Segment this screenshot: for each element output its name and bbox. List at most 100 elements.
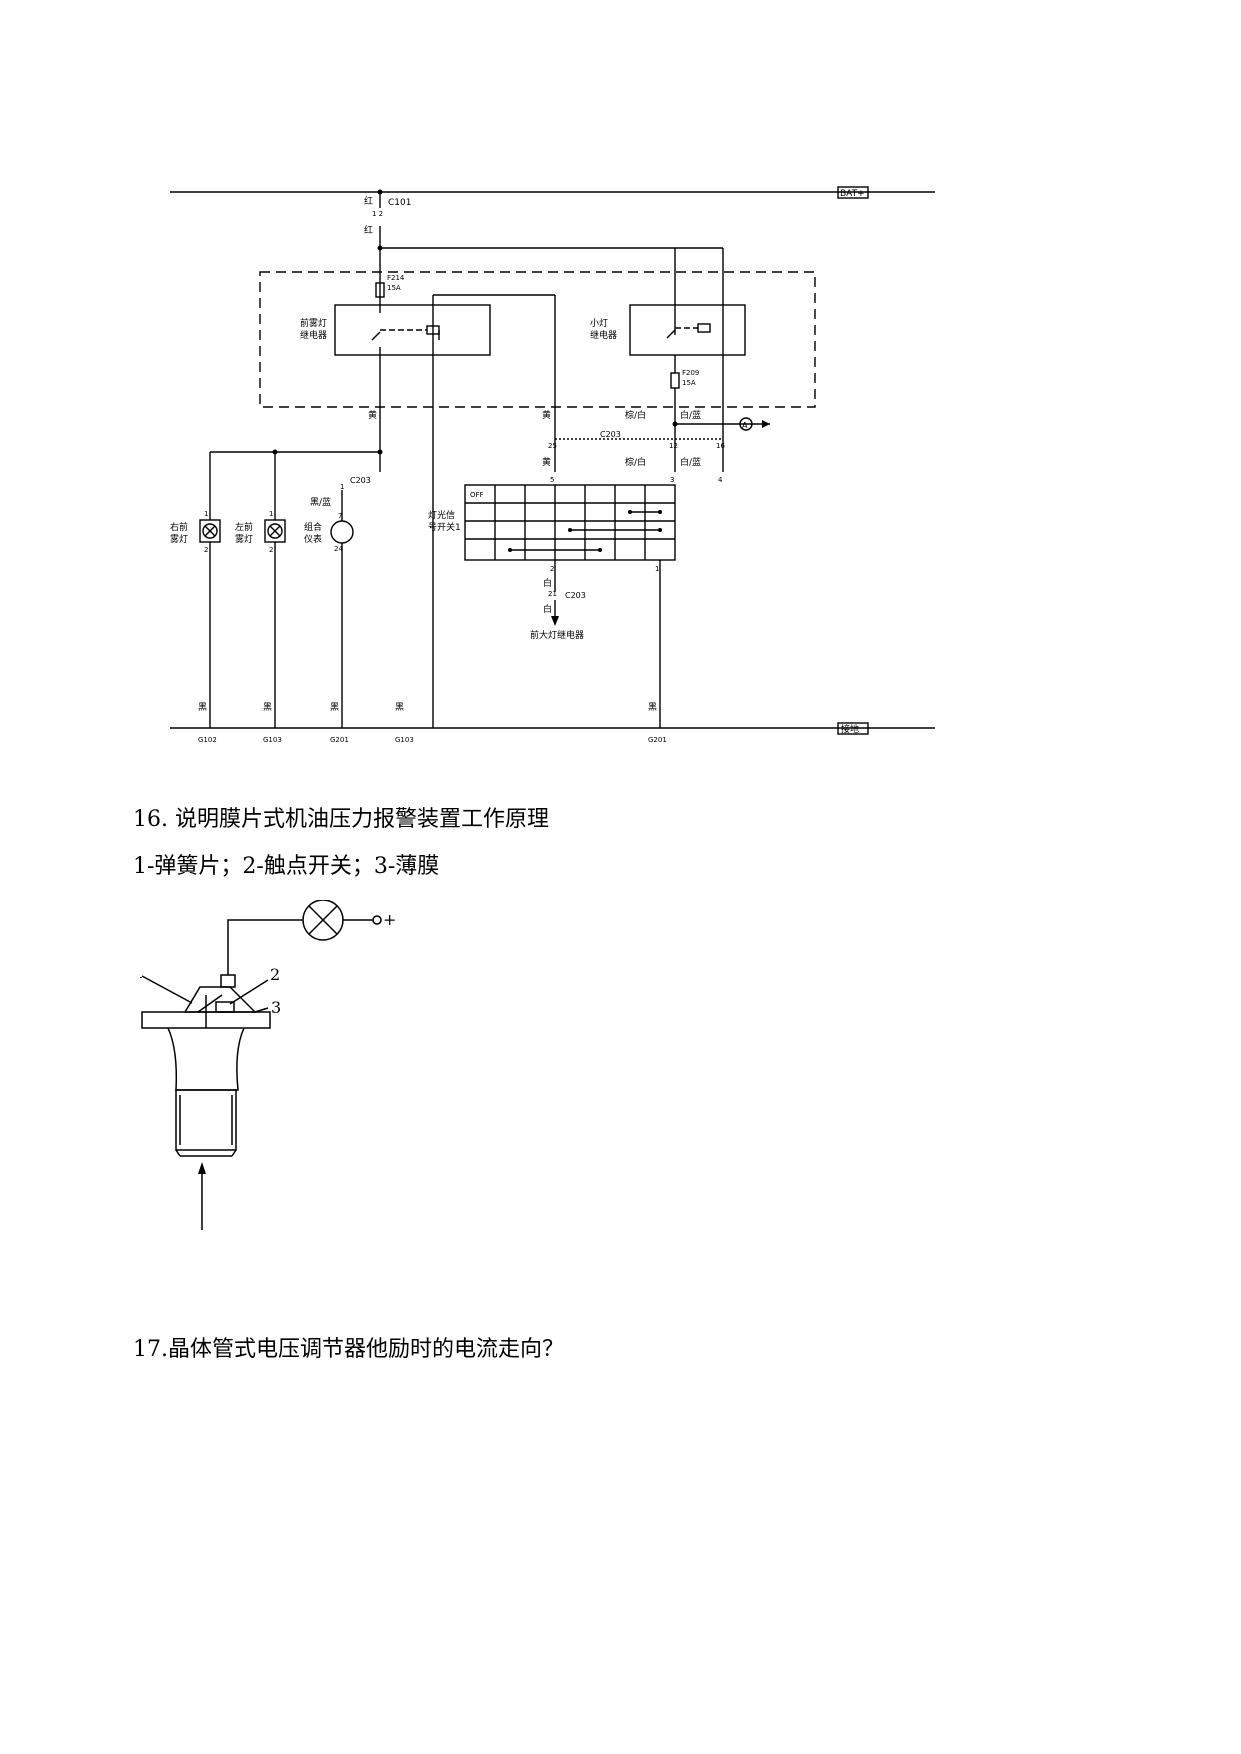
wire-yellow-switch: 黄 <box>542 456 551 468</box>
right-fog-line1: 右前 <box>170 521 188 533</box>
relay-small-line1: 小灯 <box>590 318 608 329</box>
cluster-line1: 组合 <box>304 521 322 533</box>
switch-label-line1: 灯光信 <box>428 509 455 521</box>
bat-label: BAT+ <box>840 189 865 199</box>
right-fog-pin-2: 2 <box>204 546 208 554</box>
leader-1 <box>141 975 193 1004</box>
fuse-f209-rating: 15A <box>682 379 696 387</box>
wire-red-top: 红 <box>364 195 373 207</box>
pin-25: 25 <box>548 442 557 450</box>
c203-pin-1: 1 <box>340 483 344 491</box>
ground-g103-a: G103 <box>263 736 282 744</box>
plus-sign: + <box>383 910 396 929</box>
question-17: 17.晶体管式电压调节器他励时的电流走向？ <box>133 1337 564 1362</box>
ground-label-box <box>837 722 869 735</box>
fog-relay-box <box>334 304 491 356</box>
left-fog-line1: 左前 <box>235 521 253 533</box>
fuse-f214 <box>375 282 385 298</box>
switch-out-pin-2: 2 <box>550 565 554 573</box>
wire-white-blue-switch: 白/蓝 <box>680 456 701 468</box>
marker-a: A <box>742 421 748 430</box>
relay-fog-line2: 继电器 <box>300 329 327 341</box>
small-relay-contact <box>666 329 676 339</box>
right-fog-line2: 雾灯 <box>170 534 188 545</box>
fuse-f214-rating: 15A <box>387 284 401 292</box>
wire-black-g103b: 黑 <box>395 702 404 713</box>
relay-fog-line1: 前雾灯 <box>300 317 327 329</box>
contact-switch <box>215 1001 235 1013</box>
cluster-pin-bottom: 24 <box>334 545 343 553</box>
switch-pin-3: 3 <box>670 476 674 484</box>
fuse-f214-name: F214 <box>387 274 405 282</box>
headlamp-relay-arrow <box>551 616 559 626</box>
c203-pin-21: 21 <box>548 590 557 598</box>
left-fog-lamp-icon <box>267 523 283 539</box>
leader-3 <box>254 1007 269 1013</box>
cluster-pin-top: 7 <box>338 512 342 520</box>
question-16-legend: 1-弹簧片；2-触点开关；3-薄膜 <box>133 854 440 879</box>
oil-pressure-sensor-figure: 1 2 3 + <box>140 900 396 1230</box>
right-fog-lamp-cross-b <box>204 525 216 537</box>
fog-relay-contact <box>371 331 381 341</box>
left-fog-pin-1: 1 <box>269 510 273 518</box>
arrow-to-a-head <box>762 420 770 428</box>
relay-small-line2: 继电器 <box>590 329 617 341</box>
wire-brown-white: 棕/白 <box>625 409 646 421</box>
wire-black-g102: 黑 <box>198 702 207 713</box>
ground-g201-a: G201 <box>330 736 349 744</box>
positive-terminal-icon <box>372 915 382 925</box>
switch-pin-5: 5 <box>550 476 554 484</box>
label-1: 1 <box>140 963 144 982</box>
sensor-terminal <box>220 974 236 988</box>
marker-a-circle <box>739 417 753 431</box>
pin-16: 16 <box>716 442 725 450</box>
fuse-f209 <box>670 372 680 389</box>
cluster-line2: 仪表 <box>304 533 322 545</box>
wire-black-blue: 黑/蓝 <box>310 496 331 508</box>
sensor-thread <box>175 1089 237 1151</box>
ground-g201-b: G201 <box>648 736 667 744</box>
bat-label-box <box>837 186 869 199</box>
sensor-top-housing <box>183 986 257 1013</box>
left-fog-lamp-cross-b <box>269 525 281 537</box>
switch-label-line2: 号开关1 <box>428 521 461 533</box>
question-16: 16. 说明膜片式机油压力报警装置工作原理 <box>133 807 549 832</box>
pin-12: 12 <box>669 442 678 450</box>
wire-black-g201a: 黑 <box>330 702 339 713</box>
pressure-arrow-head <box>198 1162 206 1174</box>
switch-off-label: OFF <box>470 491 484 499</box>
connector-c203-top: C203 <box>600 430 621 439</box>
wire-yellow-mid: 黄 <box>542 409 551 421</box>
connector-c203-low: C203 <box>565 591 586 600</box>
switch-out-pin-1: 1 <box>655 565 659 573</box>
light-switch-grid <box>464 484 676 561</box>
wire-yellow-left: 黄 <box>368 409 377 421</box>
wire-red: 红 <box>364 224 373 236</box>
ground-label: 接地 <box>841 723 859 735</box>
fog-light-wiring-diagram: BAT+ 接地 C101 1 2 红 红 F214 15A F209 15A 前… <box>170 186 935 744</box>
ground-g102: G102 <box>198 736 217 744</box>
left-fog-pin-2: 2 <box>269 546 273 554</box>
spring-leaf <box>197 994 223 1013</box>
label-2: 2 <box>270 965 280 984</box>
cluster-indicator-icon <box>330 520 354 544</box>
wire-white-low: 白 <box>543 603 552 615</box>
sensor-wire-left <box>227 919 303 975</box>
c101-pins: 1 2 <box>372 210 383 218</box>
wire-brown-white-switch: 棕/白 <box>625 456 646 468</box>
fuse-f209-name: F209 <box>682 369 699 377</box>
label-3: 3 <box>271 998 281 1017</box>
small-relay-coil <box>697 323 711 333</box>
sensor-body <box>167 1027 245 1091</box>
wire-white: 白 <box>543 577 552 589</box>
wire-black-g103a: 黑 <box>263 702 272 713</box>
warning-lamp-cross-b <box>308 905 338 935</box>
leader-2 <box>229 979 269 1005</box>
fuse-box-outline <box>259 271 816 408</box>
right-fog-lamp-icon <box>202 523 218 539</box>
ground-g103-b: G103 <box>395 736 414 744</box>
connector-c101: C101 <box>388 198 411 208</box>
wire-white-blue: 白/蓝 <box>680 409 701 421</box>
connector-c203-mid: C203 <box>350 476 371 485</box>
